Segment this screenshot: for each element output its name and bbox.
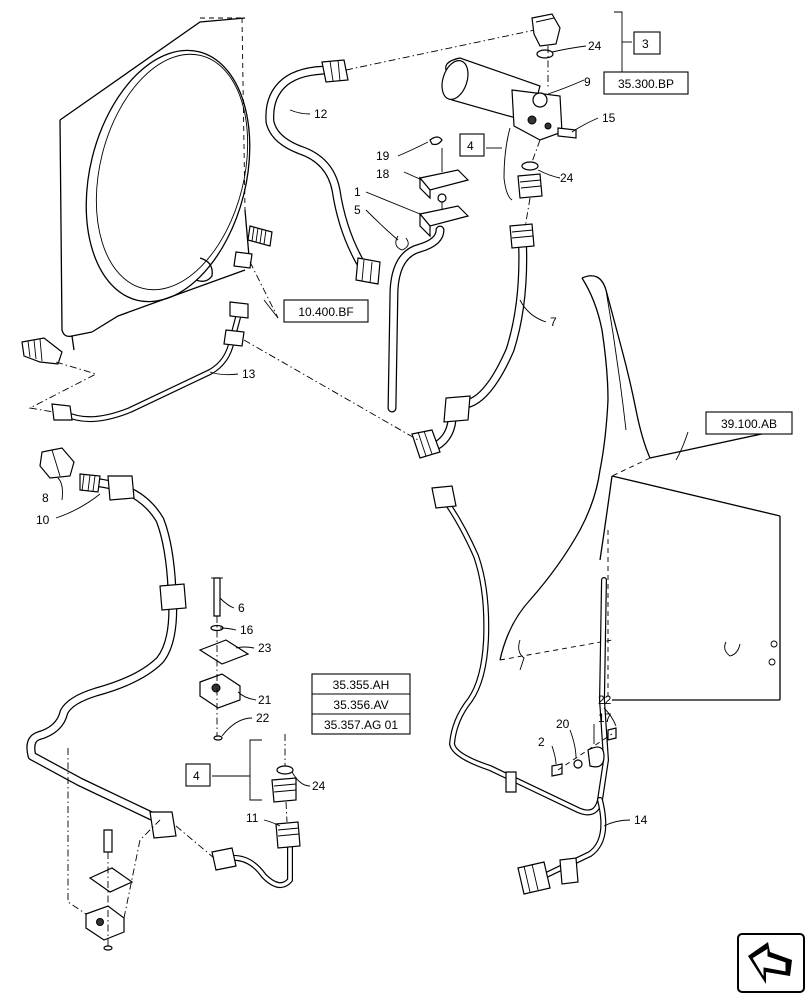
ref-box-39100ab[interactable] — [705, 411, 793, 435]
leader-lines — [55, 45, 689, 827]
callout-4-top: 4 — [467, 139, 474, 153]
ref-39100ab[interactable]: 39.100.AB — [721, 417, 777, 431]
callout-23: 23 — [258, 641, 272, 655]
callout-13: 13 — [242, 367, 256, 381]
callout-14: 14 — [634, 813, 648, 827]
callout-1: 1 — [354, 185, 361, 199]
ref-35356av[interactable]: 35.356.AV — [333, 698, 388, 712]
ref-10400bf[interactable]: 10.400.BF — [298, 305, 353, 319]
callout-6: 6 — [238, 601, 245, 615]
cooler-assembly — [21, 17, 273, 415]
ref-box-35300bp[interactable] — [603, 71, 689, 95]
boxed-callouts: 3 4 4 — [185, 31, 661, 787]
callout-24-top: 24 — [588, 39, 602, 53]
callout-18: 18 — [376, 167, 390, 181]
callout-19: 19 — [376, 149, 390, 163]
clamp-items — [395, 136, 470, 251]
callout-24-mid: 24 — [560, 171, 574, 185]
filter-assembly — [441, 13, 577, 199]
callout-9: 9 — [584, 75, 591, 89]
ref-box-stack — [311, 673, 411, 735]
clip-items-right — [551, 727, 617, 777]
tube-14 — [431, 485, 609, 895]
callout-22-left: 22 — [256, 711, 270, 725]
callout-10: 10 — [36, 513, 50, 527]
callout-7: 7 — [550, 315, 557, 329]
reference-boxes: 35.300.BP 10.400.BF 39.100.AB 35.355.AH … — [283, 71, 793, 735]
callout-2: 2 — [538, 735, 545, 749]
callout-5: 5 — [354, 203, 361, 217]
callout-17: 17 — [598, 711, 612, 725]
callout-20: 20 — [556, 717, 570, 731]
callout-box-4-top — [459, 133, 485, 157]
hose-12 — [265, 59, 381, 285]
bracket-items — [198, 577, 250, 741]
hose-7 — [411, 223, 535, 459]
callout-12: 12 — [314, 107, 328, 121]
callout-labels: 24 9 15 12 19 18 1 5 24 7 13 8 10 6 16 2… — [36, 39, 648, 827]
frame-side — [499, 275, 781, 701]
ref-35300bp[interactable]: 35.300.BP — [618, 77, 674, 91]
bracket-set-lower — [67, 748, 161, 951]
callout-8: 8 — [42, 491, 49, 505]
hose-10 — [26, 473, 187, 839]
callout-21: 21 — [258, 693, 272, 707]
ref-35355ah[interactable]: 35.355.AH — [333, 678, 390, 692]
tube-11 — [211, 821, 301, 889]
fitting-8 — [39, 447, 75, 479]
tube-13 — [51, 301, 249, 423]
callout-11: 11 — [246, 811, 259, 825]
callout-24-bottom: 24 — [312, 779, 326, 793]
next-page-arrow-icon[interactable] — [737, 933, 805, 993]
callout-box-3 — [633, 31, 661, 55]
drain-hose — [387, 225, 445, 413]
ref-35357ag[interactable]: 35.357.AG 01 — [324, 718, 398, 732]
fitting-24-lower — [271, 734, 297, 823]
callout-box-4-bottom — [185, 763, 211, 787]
callout-22-right: 22 — [598, 693, 612, 707]
callout-3: 3 — [642, 37, 649, 51]
ref-box-10400bf[interactable] — [283, 299, 369, 323]
callout-15: 15 — [602, 111, 616, 125]
callout-4-bottom: 4 — [193, 769, 200, 783]
callout-16: 16 — [240, 623, 254, 637]
